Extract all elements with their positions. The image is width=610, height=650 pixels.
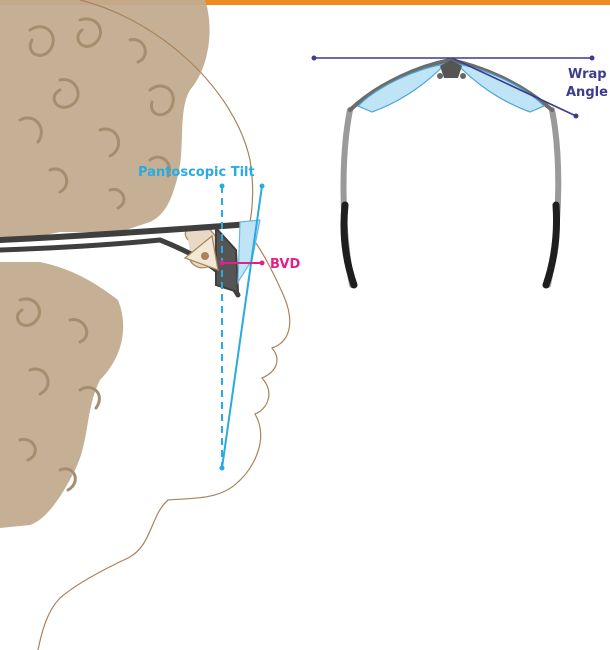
top-view-glasses <box>344 60 559 285</box>
vertical-reference-top-point <box>220 184 225 189</box>
wrap-angle-line-end-point <box>574 114 579 119</box>
wrap-angle-line <box>452 58 576 116</box>
lens-right <box>457 64 544 112</box>
bvd-label: BVD <box>270 257 300 272</box>
hair <box>0 0 210 528</box>
wrap-reference-left-point <box>312 56 317 61</box>
wrap-label-line1: Wrap <box>568 67 607 82</box>
tilt-line-top-point <box>260 184 265 189</box>
pantoscopic-tilt-label: Pantoscopic Tilt <box>138 165 255 180</box>
bvd-start-point <box>220 261 225 266</box>
eye-pupil <box>201 252 209 260</box>
lens-left <box>358 64 445 112</box>
head-profile <box>0 0 290 650</box>
nose-pad <box>216 228 238 292</box>
temple-right-tip <box>546 205 557 285</box>
nose-pad-right <box>460 73 466 79</box>
nose-pad-left <box>437 73 443 79</box>
bvd-end-point <box>260 261 265 266</box>
wrap-reference-right-point <box>590 56 595 61</box>
wrap-label-line2: Angle <box>566 85 608 100</box>
